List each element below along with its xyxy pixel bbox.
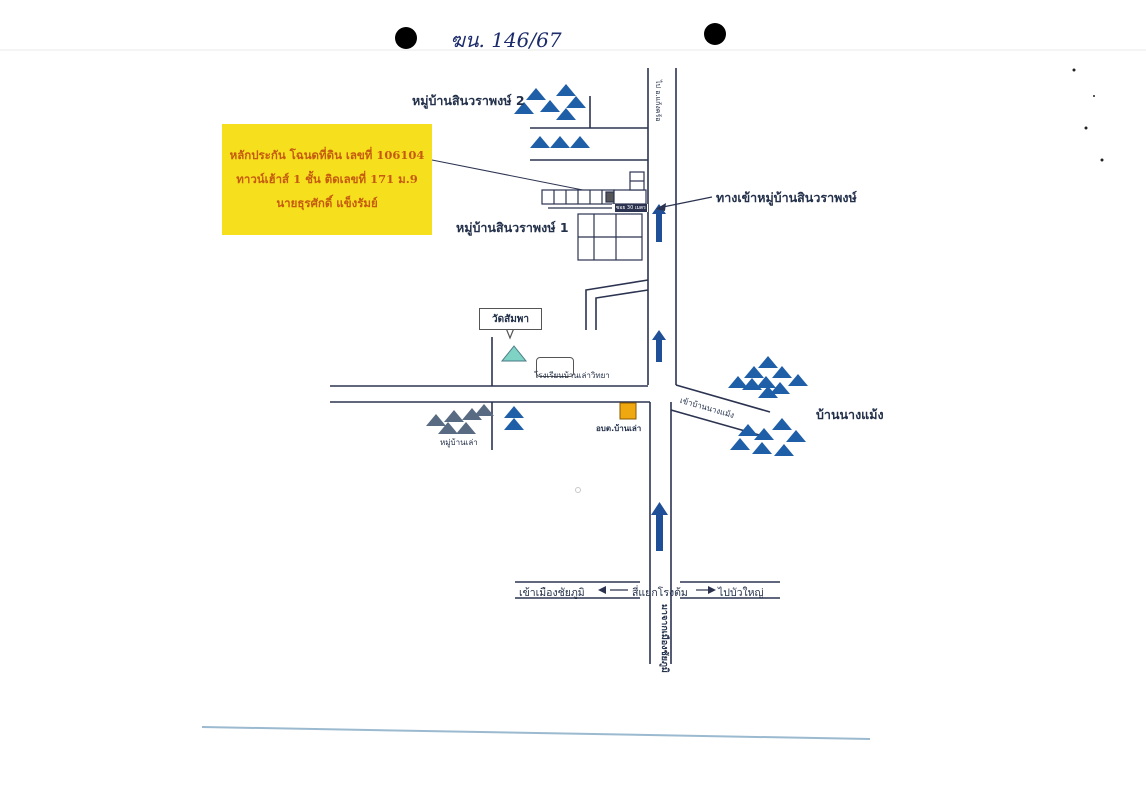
ban-nang-maeng-triangles <box>728 356 808 456</box>
office-square-icon <box>619 402 637 420</box>
label-to-bua-yai: ไปบัวใหญ่ <box>718 587 764 599</box>
label-village1: หมู่บ้านสินวราพงษ์ 1 <box>456 220 569 235</box>
village2-triangles <box>514 84 590 148</box>
north-arrow-icon <box>651 204 668 551</box>
label-intersection: สี่แยกโรงต้ม <box>632 587 688 599</box>
moo-ban-lao-triangles <box>426 404 494 434</box>
label-ban-nang-maeng: บ้านนางแม้ง <box>816 407 884 422</box>
punch-hole-right <box>704 23 726 45</box>
label-to-top-road: ไป อ.แก้งคร้อ <box>654 80 662 122</box>
road-network <box>330 68 780 664</box>
label-village2: หมู่บ้านสินวราพงษ์ 2 <box>412 93 525 108</box>
label-distance: ซอย 30 เมตร <box>615 204 647 212</box>
handwritten-reference: ฆน. 146/67 <box>450 28 562 52</box>
townhouse-row <box>541 171 647 261</box>
label-wat: วัดสัมพา <box>479 308 542 330</box>
collateral-line-2: ทาวน์เฮ้าส์ 1 ชั้น ติดเลขที่ 171 ม.9 <box>236 171 418 186</box>
collateral-info-box: หลักประกัน โฉนดที่ดิน เลขที่ 106104 ทาวน… <box>222 124 432 235</box>
label-enter-chaiyaphum: เข้าเมืองชัยภูมิ <box>519 587 585 599</box>
school-outline-icon <box>536 357 574 377</box>
collateral-line-3: นายธุรศักดิ์ แข็งรัมย์ <box>276 195 378 210</box>
target-house-marker <box>605 191 615 203</box>
label-moo-ban-lao: หมู่บ้านเล่า <box>440 438 478 447</box>
label-from-chaiyaphum: มาจากเมืองชัยภูมิ <box>659 604 669 673</box>
collateral-line-1: หลักประกัน โฉนดที่ดิน เลขที่ 106104 <box>229 147 425 162</box>
label-obt-ban-lao: อบต.บ้านเล่า <box>596 424 642 433</box>
punch-hole-left <box>395 27 417 49</box>
label-school: โรงเรียนบ้านเล่าวิทยา <box>534 371 610 380</box>
label-entrance: ทางเข้าหมู่บ้านสินวราพงษ์ <box>716 190 857 205</box>
temple-triangle-icon <box>500 345 528 362</box>
small-village-triangles <box>504 406 524 430</box>
